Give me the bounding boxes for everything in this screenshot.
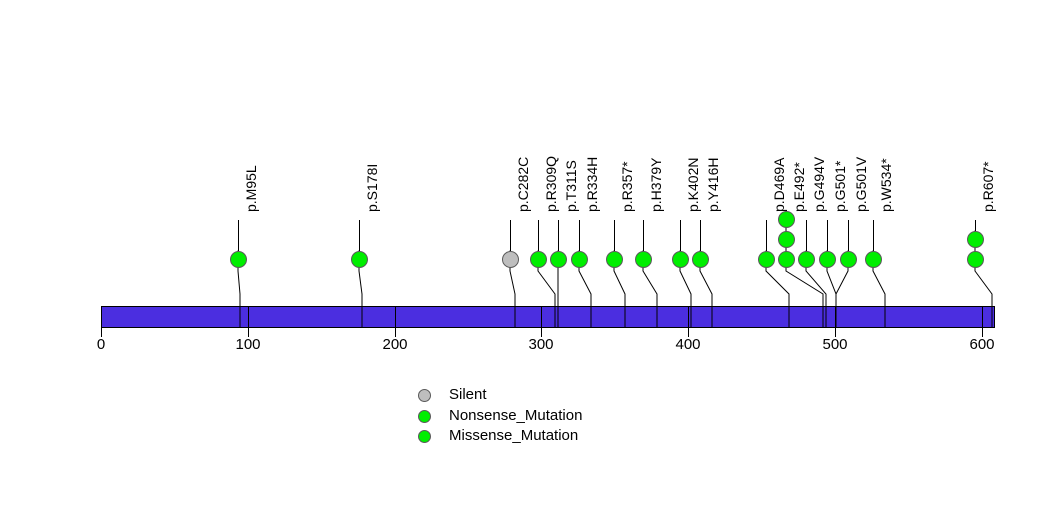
mutation-label: p.C282C — [515, 156, 531, 212]
mutation-label: p.R607* — [980, 161, 996, 212]
mutation-label: p.T311S — [563, 160, 579, 212]
mutation-label: p.E492* — [791, 162, 807, 212]
mutation-label: p.W534* — [878, 158, 894, 212]
axis-tick-label: 600 — [969, 336, 995, 353]
label-connector — [238, 220, 239, 251]
mutation-label: p.Y416H — [705, 157, 721, 212]
label-connector — [579, 220, 580, 251]
mutation-dot[interactable] — [229, 250, 247, 268]
mutation-label: p.D469A — [771, 157, 787, 212]
axis-tick — [395, 306, 396, 337]
mutation-dot[interactable] — [634, 250, 652, 268]
mutation-label: p.K402N — [685, 157, 701, 212]
mutation-label: p.R309Q — [543, 155, 559, 212]
mutation-dot[interactable] — [864, 250, 882, 268]
mutation-dot[interactable] — [691, 250, 709, 268]
mutation-dot[interactable] — [818, 250, 836, 268]
label-connector — [614, 220, 615, 251]
mutation-dot[interactable] — [966, 250, 984, 268]
axis-tick — [101, 306, 102, 337]
label-connector — [680, 220, 681, 251]
mutation-label: p.G501V — [853, 156, 869, 212]
axis-tick-label: 200 — [382, 336, 408, 353]
label-connector — [558, 220, 559, 251]
mutation-dot[interactable] — [549, 250, 567, 268]
label-connector — [975, 220, 976, 231]
label-connector — [510, 220, 511, 251]
mutation-dot[interactable] — [777, 250, 795, 268]
mutation-label: p.H379Y — [648, 157, 664, 212]
label-connector — [848, 220, 849, 251]
protein-domain-bar — [101, 306, 995, 328]
mutation-dot[interactable] — [777, 210, 795, 228]
axis-tick — [541, 306, 542, 337]
axis-tick — [688, 306, 689, 337]
axis-tick — [835, 306, 836, 337]
axis-tick-label: 400 — [675, 336, 701, 353]
axis-tick-label: 0 — [96, 336, 106, 353]
mutation-label: p.R357* — [619, 161, 635, 212]
mutation-dot[interactable] — [757, 250, 775, 268]
axis-tick-label: 100 — [235, 336, 261, 353]
legend-dot — [418, 389, 431, 402]
axis-tick — [982, 306, 983, 337]
label-connector — [643, 220, 644, 251]
mutation-dot[interactable] — [605, 250, 623, 268]
label-connector — [700, 220, 701, 251]
mutation-label: p.S178I — [364, 163, 380, 212]
mutation-label: p.R334H — [584, 156, 600, 212]
label-connector — [806, 220, 807, 251]
label-connector — [538, 220, 539, 251]
axis-tick-label: 300 — [528, 336, 554, 353]
legend-dot — [418, 430, 431, 443]
axis-tick-label: 500 — [822, 336, 848, 353]
label-connector — [827, 220, 828, 251]
axis-tick — [248, 306, 249, 337]
mutation-label: p.M95L — [243, 165, 259, 212]
legend-dot — [418, 409, 431, 423]
mutation-dot[interactable] — [671, 250, 689, 268]
legend-label: Silent — [449, 386, 487, 403]
mutation-dot[interactable] — [966, 230, 984, 248]
label-connector — [873, 220, 874, 251]
mutation-dot[interactable] — [350, 250, 368, 268]
mutation-dot[interactable] — [501, 250, 519, 268]
label-connector — [766, 220, 767, 251]
mutation-dot[interactable] — [797, 250, 815, 268]
mutation-dot[interactable] — [570, 250, 588, 268]
mutation-dot[interactable] — [839, 250, 857, 268]
legend-label: Missense_Mutation — [449, 427, 579, 444]
mutation-dot[interactable] — [529, 250, 547, 268]
mutation-label: p.G501* — [832, 160, 848, 212]
mutation-dot[interactable] — [777, 230, 795, 248]
mutation-label: p.G494V — [811, 156, 827, 212]
legend-label: Nonsense_Mutation — [449, 406, 583, 424]
label-connector — [359, 220, 360, 251]
